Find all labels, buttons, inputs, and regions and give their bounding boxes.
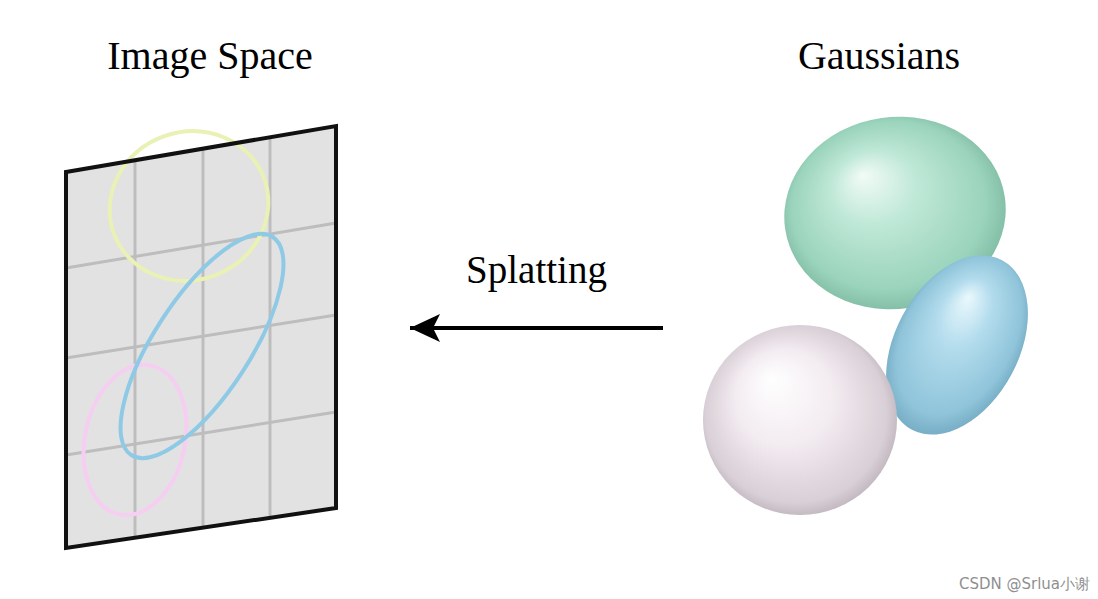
- arrow-connector: [410, 326, 663, 330]
- gaussian-ellipsoids: [703, 102, 1057, 515]
- edge-label: Splatting: [462, 247, 611, 293]
- image-plane: [66, 109, 336, 548]
- image-space-node: Image Space: [10, 32, 410, 557]
- section-heading: Image Space: [10, 32, 410, 80]
- gaussians-node: Gaussians: [663, 32, 1073, 527]
- watermark: CSDN @Srlua小谢: [959, 575, 1090, 594]
- section-heading: Gaussians: [685, 32, 1073, 80]
